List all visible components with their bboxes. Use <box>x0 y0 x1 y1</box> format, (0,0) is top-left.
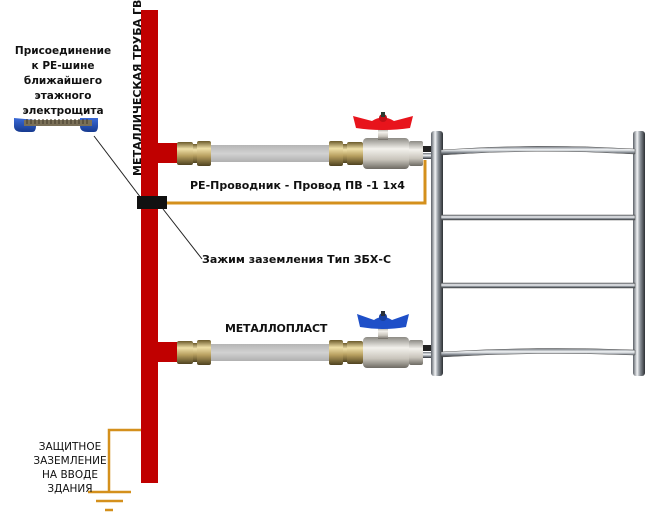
pe-bus-label-line-1: Присоединение <box>14 45 112 57</box>
riser-tee-upper <box>158 143 180 163</box>
valve-nut <box>409 340 423 365</box>
pe-bus-label-line-2: к РЕ-шине <box>31 60 95 72</box>
upper-left-fitting <box>177 141 211 166</box>
pe-busbar <box>14 118 98 132</box>
lower-right-fitting <box>329 340 363 365</box>
towel-rail-bar-2 <box>440 214 636 221</box>
pe-conductor-label: РЕ-Проводник - Провод ПВ -1 1х4 <box>190 179 405 192</box>
riser-tee-lower <box>158 342 180 362</box>
pe-bus-label-line-3: ближайшего <box>23 75 103 87</box>
upper-branch <box>177 112 435 169</box>
pe-bus-connection-label: Присоединение к РЕ-шине ближайшего этажн… <box>4 44 122 119</box>
valve-body <box>363 337 409 368</box>
pe-conductor-wire <box>165 160 427 205</box>
lower-metalplast-pipe <box>210 344 330 361</box>
valve-handle-blue <box>357 314 409 329</box>
towel-rail-bar-3 <box>440 282 636 289</box>
valve-stem <box>378 327 388 339</box>
busbar-leader-line <box>93 135 142 199</box>
grounding-clamp-label: Зажим заземления Тип ЗБХ-С <box>202 253 392 266</box>
busbar-screws <box>26 119 88 124</box>
ground-symbol-icon <box>88 490 131 512</box>
valve-stem <box>378 128 388 140</box>
lower-left-fitting <box>177 340 211 365</box>
upper-right-fitting <box>329 141 363 166</box>
ground-label-line-4: ЗДАНИЯ <box>47 483 93 495</box>
clamp-leader-line <box>162 208 203 260</box>
heated-towel-rail <box>431 131 645 376</box>
towel-rail-left-post <box>431 131 443 376</box>
towel-rail-bar-4 <box>440 348 636 358</box>
upper-metalplast-pipe <box>210 145 330 162</box>
ground-label-line-2: ЗАЗЕМЛЕНИЕ <box>33 455 107 467</box>
pe-bus-label-line-5: электрощита <box>22 105 104 117</box>
valve-nut <box>409 141 423 166</box>
metal-riser-pipe <box>141 10 158 483</box>
busbar-strip <box>24 120 92 126</box>
building-ground-label: ЗАЩИТНОЕ ЗАЗЕМЛЕНИЕ НА ВВОДЕ ЗДАНИЯ <box>22 440 118 496</box>
valve-handle-red <box>353 116 413 130</box>
lower-branch <box>177 311 435 368</box>
lower-ball-valve <box>357 311 423 368</box>
grounding-clamp <box>137 196 167 209</box>
valve-body <box>363 138 409 169</box>
towel-rail-right-post <box>633 131 645 376</box>
metalplast-label: МЕТАЛЛОПЛАСТ <box>225 322 328 335</box>
ground-wire <box>107 428 141 492</box>
towel-rail-bar-1 <box>440 145 636 156</box>
ground-label-line-1: ЗАЩИТНОЕ <box>38 441 102 453</box>
pe-bus-label-line-4: этажного <box>34 90 92 102</box>
riser-pipe-label: МЕТАЛЛИЧЕСКАЯ ТРУБА ГВС <box>131 0 144 176</box>
ground-label-line-3: НА ВВОДЕ <box>42 469 98 481</box>
upper-ball-valve <box>353 112 423 169</box>
